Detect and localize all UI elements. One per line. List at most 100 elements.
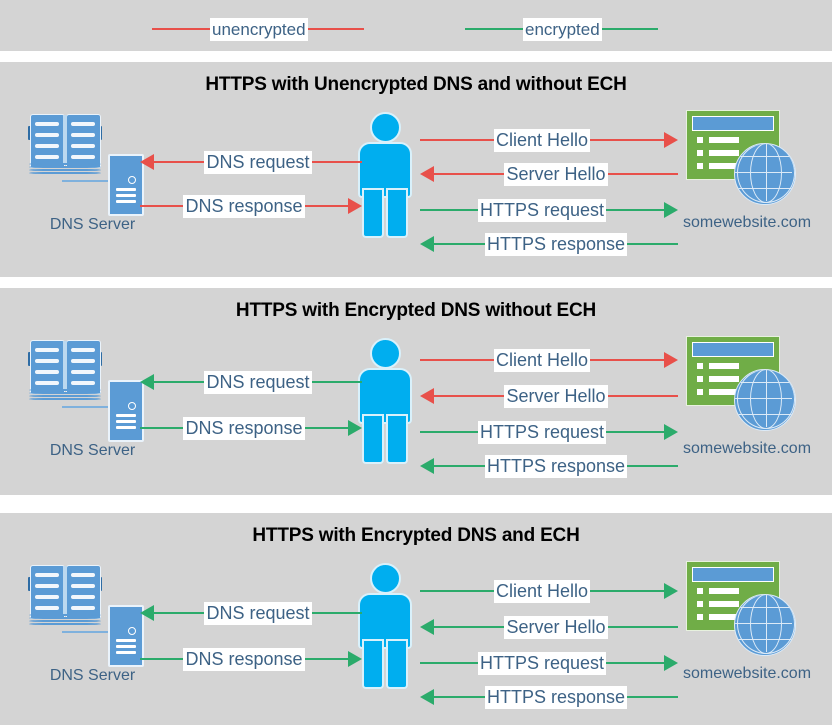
flow-row-dns-response: DNS response: [140, 194, 362, 218]
legend-line-encrypted-right: [601, 28, 658, 30]
server-tower-icon: [108, 605, 144, 667]
flow-line: [606, 662, 665, 664]
legend-line-encrypted-left: [465, 28, 523, 30]
person-head: [370, 338, 401, 369]
book-page-left: [30, 114, 65, 168]
book-page-right: [66, 340, 101, 394]
arrow-head-right: [664, 202, 679, 218]
book-spine: [63, 115, 67, 165]
panel-title: HTTPS with Unencrypted DNS and without E…: [205, 74, 627, 95]
arrow-head-left: [420, 388, 434, 404]
flow-line: [434, 395, 505, 397]
flow-line: [590, 359, 665, 361]
globe-icon: [734, 369, 796, 431]
server-tower-icon: [108, 380, 144, 442]
book-page-right: [66, 565, 101, 619]
book-page-right: [66, 114, 101, 168]
arrow-head-right: [664, 424, 679, 440]
flow-row-client-hello: Client Hello: [420, 128, 679, 152]
flow-line: [607, 395, 679, 397]
flow-line: [304, 205, 348, 207]
website-caption: somewebsite.com: [682, 214, 812, 231]
flow-label: Client Hello: [493, 128, 591, 152]
flow-line: [304, 427, 348, 429]
legend-item-encrypted: encrypted: [465, 17, 658, 41]
flow-line: [140, 427, 184, 429]
flow-line: [154, 612, 205, 614]
dns-server-caption: DNS Server: [49, 667, 136, 684]
flow-line: [420, 662, 478, 664]
flow-row-server-hello: Server Hello: [420, 384, 679, 408]
flow-line: [304, 658, 348, 660]
person-leg-left: [362, 639, 384, 689]
browser-title-bar: [692, 342, 774, 357]
flow-line: [434, 696, 485, 698]
book-page-left: [30, 340, 65, 394]
scenario-panel-2: HTTPS with Encrypted DNS without ECH DNS…: [0, 288, 832, 495]
book-pages-edge: [29, 389, 101, 402]
website-group: somewebsite.com: [672, 561, 822, 701]
person-leg-right: [386, 414, 408, 464]
person-leg-left: [362, 188, 384, 238]
flow-row-dns-request: DNS request: [140, 370, 363, 394]
flow-line: [311, 381, 363, 383]
flow-line: [420, 590, 494, 592]
globe-icon: [734, 594, 796, 656]
arrow-head-right: [664, 352, 679, 368]
flow-label: DNS request: [204, 601, 312, 625]
dns-server-caption: DNS Server: [49, 216, 136, 233]
legend-item-unencrypted: unencrypted: [152, 17, 364, 41]
website-group: somewebsite.com: [672, 110, 822, 250]
scenario-panel-3: HTTPS with Encrypted DNS and ECH DNS Ser…: [0, 513, 832, 725]
website-caption: somewebsite.com: [682, 440, 812, 457]
flow-line: [420, 209, 478, 211]
book-icon: [28, 336, 102, 402]
dns-server-group: DNS Server: [20, 110, 165, 250]
person-head: [370, 112, 401, 143]
arrow-head-right: [348, 198, 362, 214]
legend-line-unencrypted-right: [307, 28, 364, 30]
gear-icon: [128, 176, 136, 184]
arrow-head-right: [664, 132, 679, 148]
dns-server-group: DNS Server: [20, 336, 165, 476]
flow-label: Server Hello: [504, 615, 608, 639]
flow-line: [607, 173, 679, 175]
flow-row-dns-request: DNS request: [140, 150, 363, 174]
flow-line: [154, 161, 205, 163]
flow-line: [434, 243, 485, 245]
browser-window-icon: [686, 561, 780, 631]
flow-line: [420, 431, 478, 433]
flow-line: [140, 205, 184, 207]
flow-row-https-response: HTTPS response: [420, 685, 678, 709]
flow-line: [627, 696, 678, 698]
flow-line: [606, 431, 665, 433]
book-icon: [28, 110, 102, 176]
arrow-head-left: [420, 689, 434, 705]
flow-line: [627, 243, 678, 245]
flow-line: [434, 626, 505, 628]
server-tower-icon: [108, 154, 144, 216]
flow-line: [434, 465, 485, 467]
arrow-head-right: [348, 651, 362, 667]
website-group: somewebsite.com: [672, 336, 822, 476]
person-head: [370, 563, 401, 594]
browser-title-bar: [692, 567, 774, 582]
globe-icon: [734, 143, 796, 205]
flow-label: DNS request: [204, 150, 312, 174]
flow-line: [590, 590, 665, 592]
flow-row-client-hello: Client Hello: [420, 579, 679, 603]
flow-label: Server Hello: [504, 384, 608, 408]
book-spine: [63, 566, 67, 616]
flow-label: HTTPS request: [477, 420, 607, 444]
flow-line: [311, 612, 363, 614]
flow-label: Server Hello: [504, 162, 608, 186]
legend-label-unencrypted: unencrypted: [210, 17, 308, 41]
scenario-panel-1: HTTPS with Unencrypted DNS and without E…: [0, 62, 832, 277]
flow-label: HTTPS response: [484, 232, 628, 256]
arrow-head-left: [420, 236, 434, 252]
arrow-head-right: [664, 655, 679, 671]
flow-row-dns-request: DNS request: [140, 601, 363, 625]
person-leg-left: [362, 414, 384, 464]
browser-title-bar: [692, 116, 774, 131]
